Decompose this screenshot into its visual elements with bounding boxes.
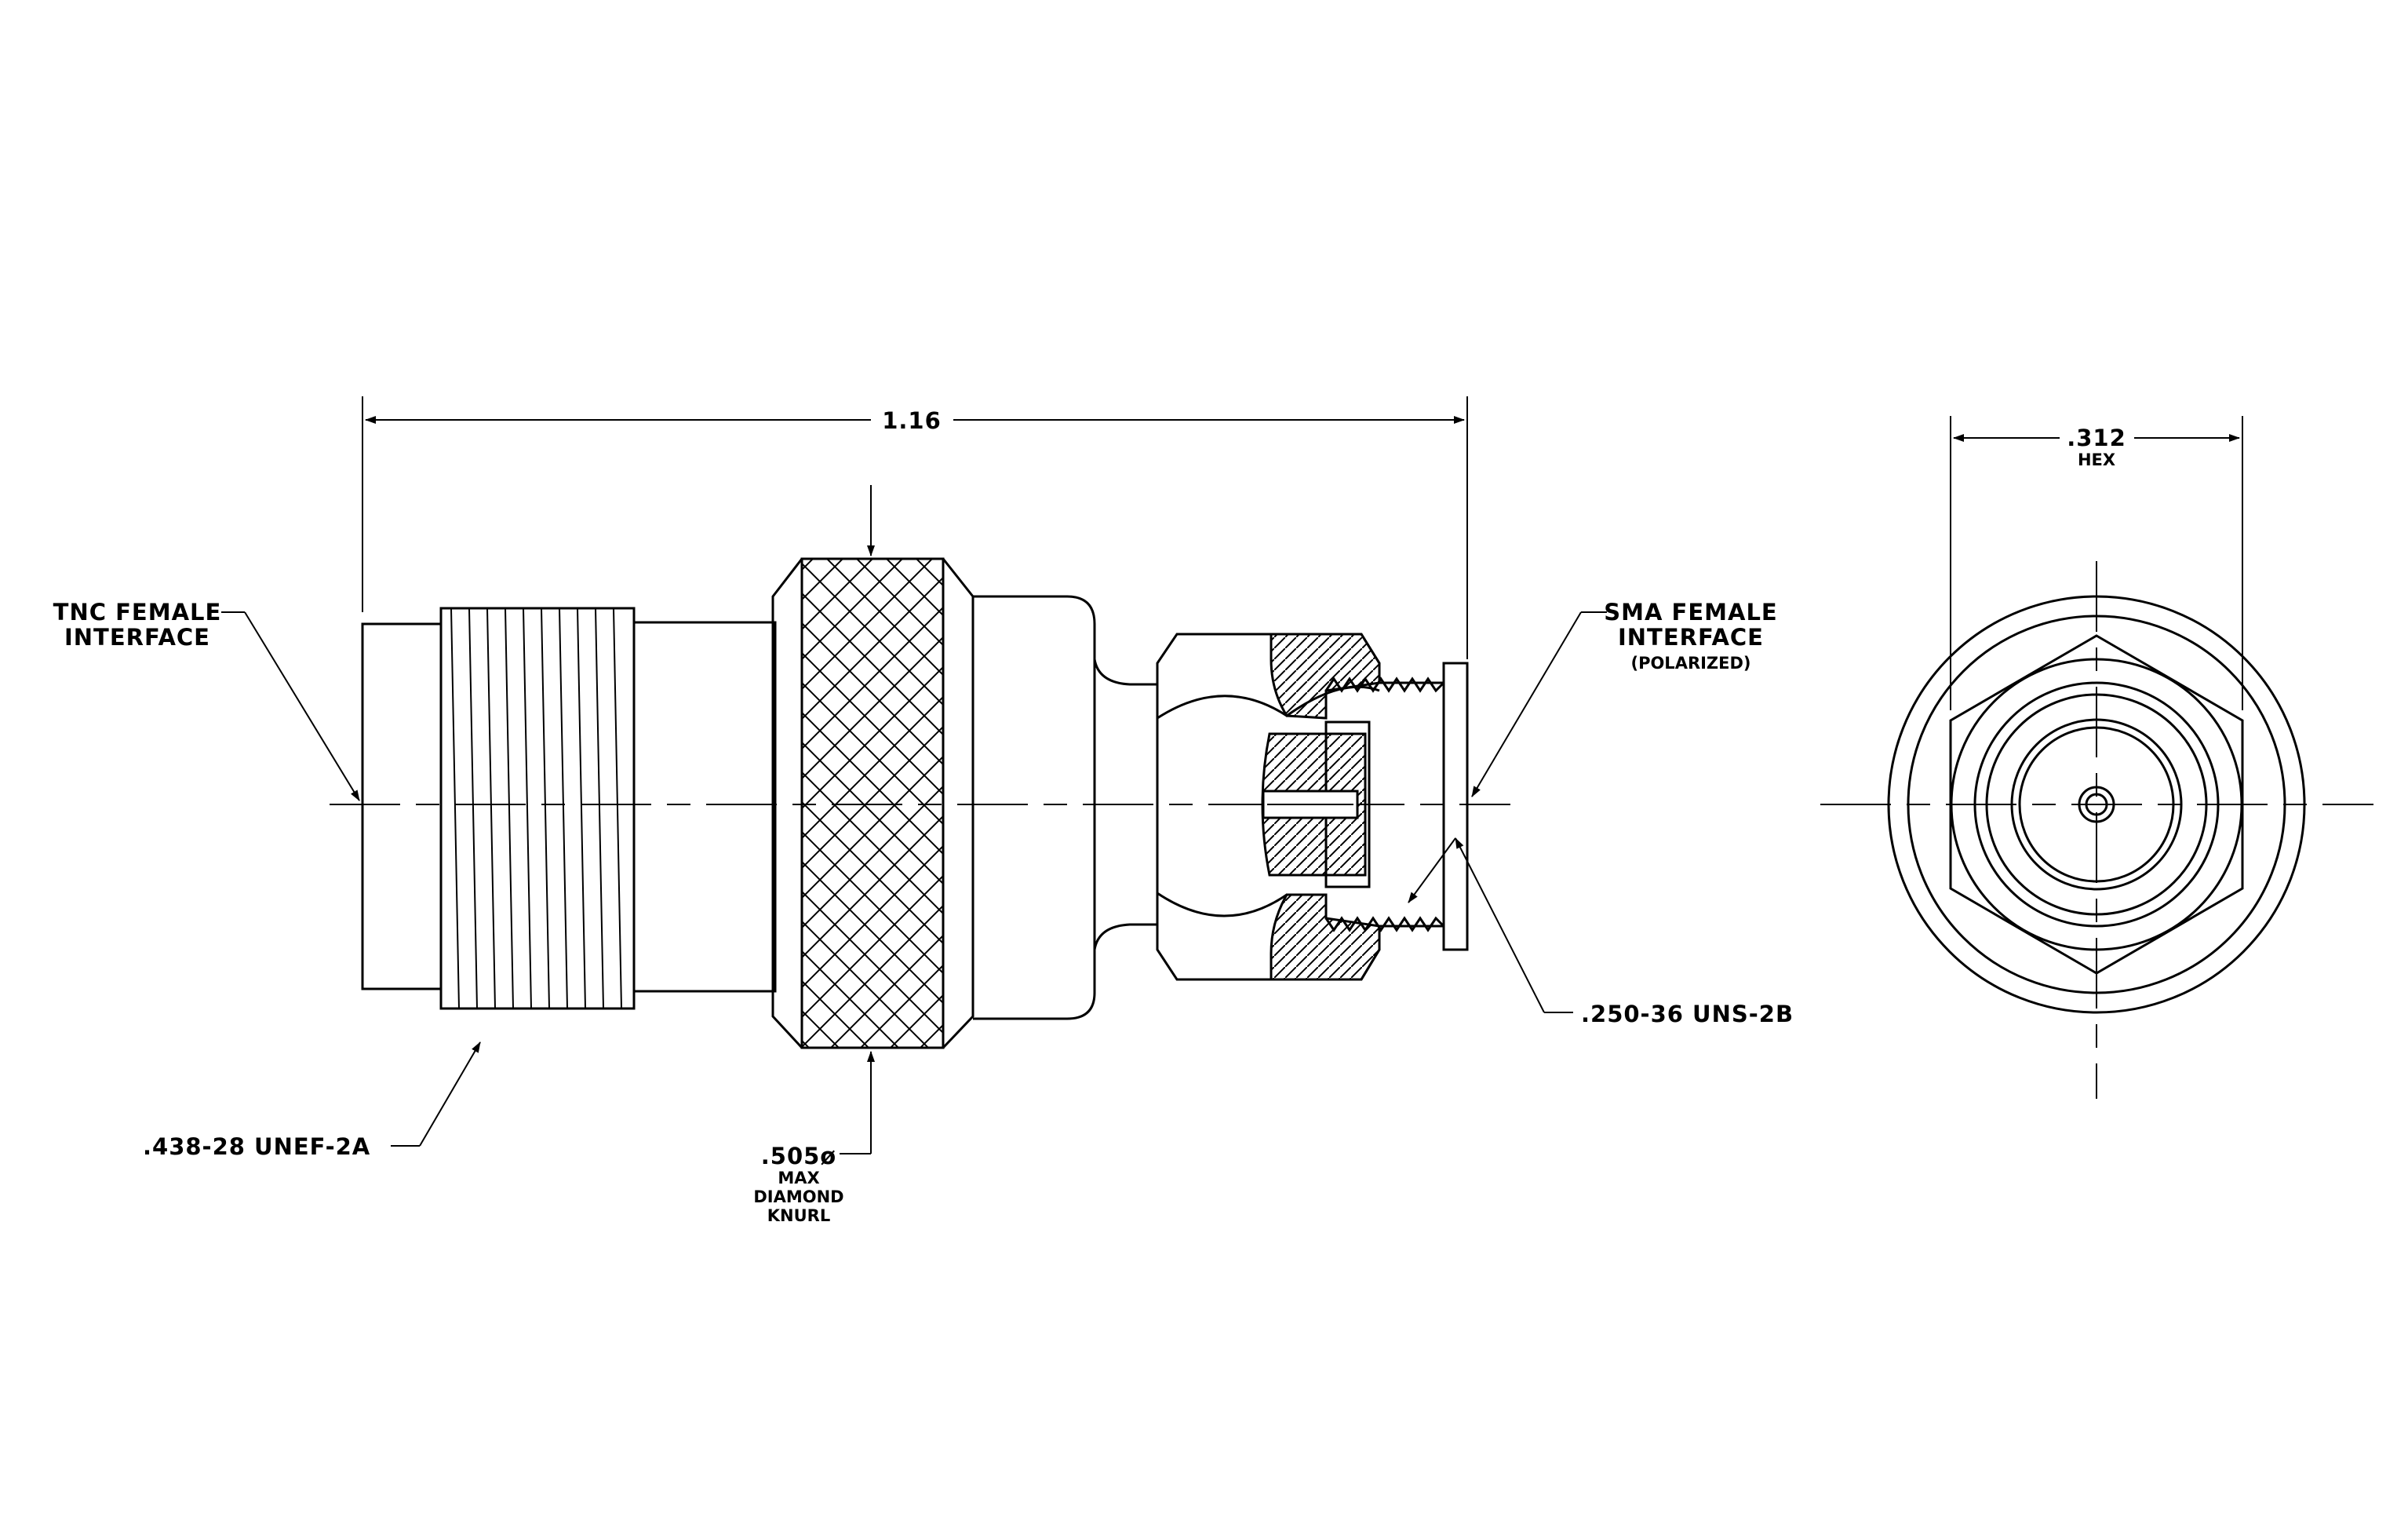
thread-crest-line [523, 607, 532, 1009]
knurl-knurl-label: KNURL [767, 1206, 830, 1225]
thread-crest-line [613, 607, 622, 1009]
sma-front-face [1442, 662, 1469, 951]
thread-crest-line [505, 607, 514, 1009]
thread-crest-line [468, 607, 478, 1009]
sma-cavity-section [1270, 633, 1381, 720]
side-view [330, 557, 1510, 1049]
thread-crest-line [486, 607, 496, 1009]
sma-label-line2: INTERFACE [1618, 624, 1764, 651]
thread-crest-line [577, 607, 586, 1009]
thread-crest-line [450, 607, 460, 1009]
thread-lines [450, 607, 622, 1009]
hex-dim-label: .312 [2067, 425, 2126, 451]
tnc-label-line1: TNC FEMALE [53, 599, 222, 626]
end-hex-inner [1950, 658, 2243, 951]
sma-internal-thread [1324, 677, 1445, 932]
sma-leader [1471, 611, 1582, 797]
thread-tnc-leader [419, 1041, 481, 1147]
rear-body [973, 595, 1096, 1020]
end-face-mid [1985, 693, 2208, 916]
tnc-leader [244, 611, 360, 801]
end-view: .312 HEX [1820, 416, 2373, 1099]
thread-sma-leader [1455, 837, 1545, 1013]
tnc-neck [632, 621, 777, 993]
knurl-max-label: MAX [778, 1169, 819, 1187]
end-face-outer [1973, 681, 2220, 928]
knurl-pattern [800, 557, 945, 1049]
side-dimensions: 1.16 .505ø MAX DIAMOND KNURL TNC FEMALE … [53, 396, 1794, 1225]
end-pin-outer [2078, 786, 2115, 823]
end-ring-circle [1907, 615, 2286, 994]
tnc-label-line2: INTERFACE [64, 624, 210, 651]
sma-label-line1: SMA FEMALE [1604, 599, 1778, 626]
dim-length-label: 1.16 [882, 407, 942, 434]
end-dielectric [2018, 726, 2175, 883]
thread-sma-label: .250-36 UNS-2B [1581, 1001, 1794, 1027]
thread-tnc-label: .438-28 UNEF-2A [143, 1133, 370, 1160]
knurl-diamond-label: DIAMOND [753, 1187, 843, 1206]
thread-crest-line [595, 607, 604, 1009]
tnc-front-body [361, 622, 443, 990]
hex-dim-sub: HEX [2078, 450, 2115, 469]
sma-label-line3: (POLARIZED) [1630, 654, 1750, 673]
thread-crest-line [541, 607, 550, 1009]
thread-sma-arrow2 [1408, 837, 1456, 903]
end-face-inner [2010, 718, 2183, 891]
end-pin-inner [2085, 793, 2108, 816]
thread-crest-line [559, 607, 568, 1009]
knurl-dim-label: .505ø [761, 1143, 836, 1169]
sma-cavity-section-lower [1270, 893, 1381, 981]
waist [1093, 658, 1157, 950]
end-outer-circle [1887, 595, 2306, 1014]
end-hex [1949, 634, 2244, 975]
